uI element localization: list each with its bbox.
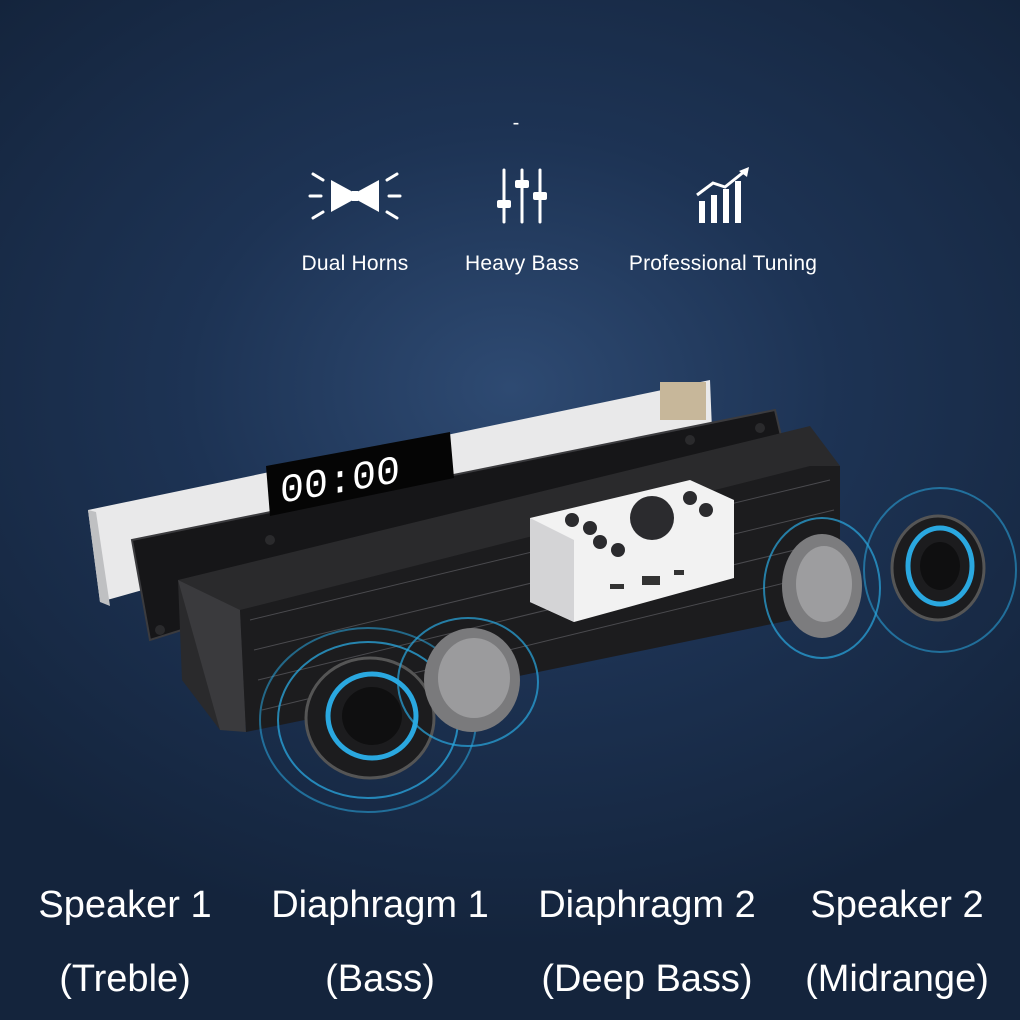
caption-diaphragm-2: Diaphragm 2 (Deep Bass) bbox=[522, 868, 772, 1016]
caption-diaphragm-1: Diaphragm 1 (Bass) bbox=[258, 868, 502, 1016]
feature-professional-tuning: Professional Tuning bbox=[616, 164, 830, 276]
control-panel bbox=[530, 480, 734, 622]
volume-knob bbox=[630, 496, 674, 540]
diaphragm-1-bass bbox=[397, 617, 539, 747]
diaphragm-2-deep-bass bbox=[763, 517, 881, 659]
feature-label: Heavy Bass bbox=[464, 252, 580, 275]
caption-name: Diaphragm 2 bbox=[538, 884, 756, 926]
caption-speaker-1: Speaker 1 (Treble) bbox=[20, 868, 230, 1016]
caption-name: Diaphragm 1 bbox=[271, 884, 489, 926]
speaker-2-midrange-driver bbox=[863, 487, 1017, 653]
feature-label: Professional Tuning bbox=[628, 252, 818, 275]
caption-role: (Bass) bbox=[325, 958, 435, 1000]
soundbar-exploded-view: 00:00 bbox=[88, 380, 1017, 813]
caption-name: Speaker 2 bbox=[810, 884, 984, 926]
caption-role: (Midrange) bbox=[805, 958, 989, 1000]
dual-horns-icon bbox=[305, 164, 405, 228]
feature-heavy-bass: Heavy Bass bbox=[456, 164, 588, 276]
caption-speaker-2: Speaker 2 (Midrange) bbox=[792, 868, 1002, 1016]
caption-name: Speaker 1 bbox=[38, 884, 212, 926]
equalizer-sliders-icon bbox=[472, 164, 572, 228]
feature-label: Dual Horns bbox=[301, 252, 409, 275]
feature-dual-horns: Dual Horns bbox=[294, 164, 416, 276]
rising-bars-icon bbox=[673, 164, 773, 228]
caption-role: (Deep Bass) bbox=[541, 958, 753, 1000]
caption-role: (Treble) bbox=[59, 958, 191, 1000]
header-dash: - bbox=[512, 112, 520, 134]
